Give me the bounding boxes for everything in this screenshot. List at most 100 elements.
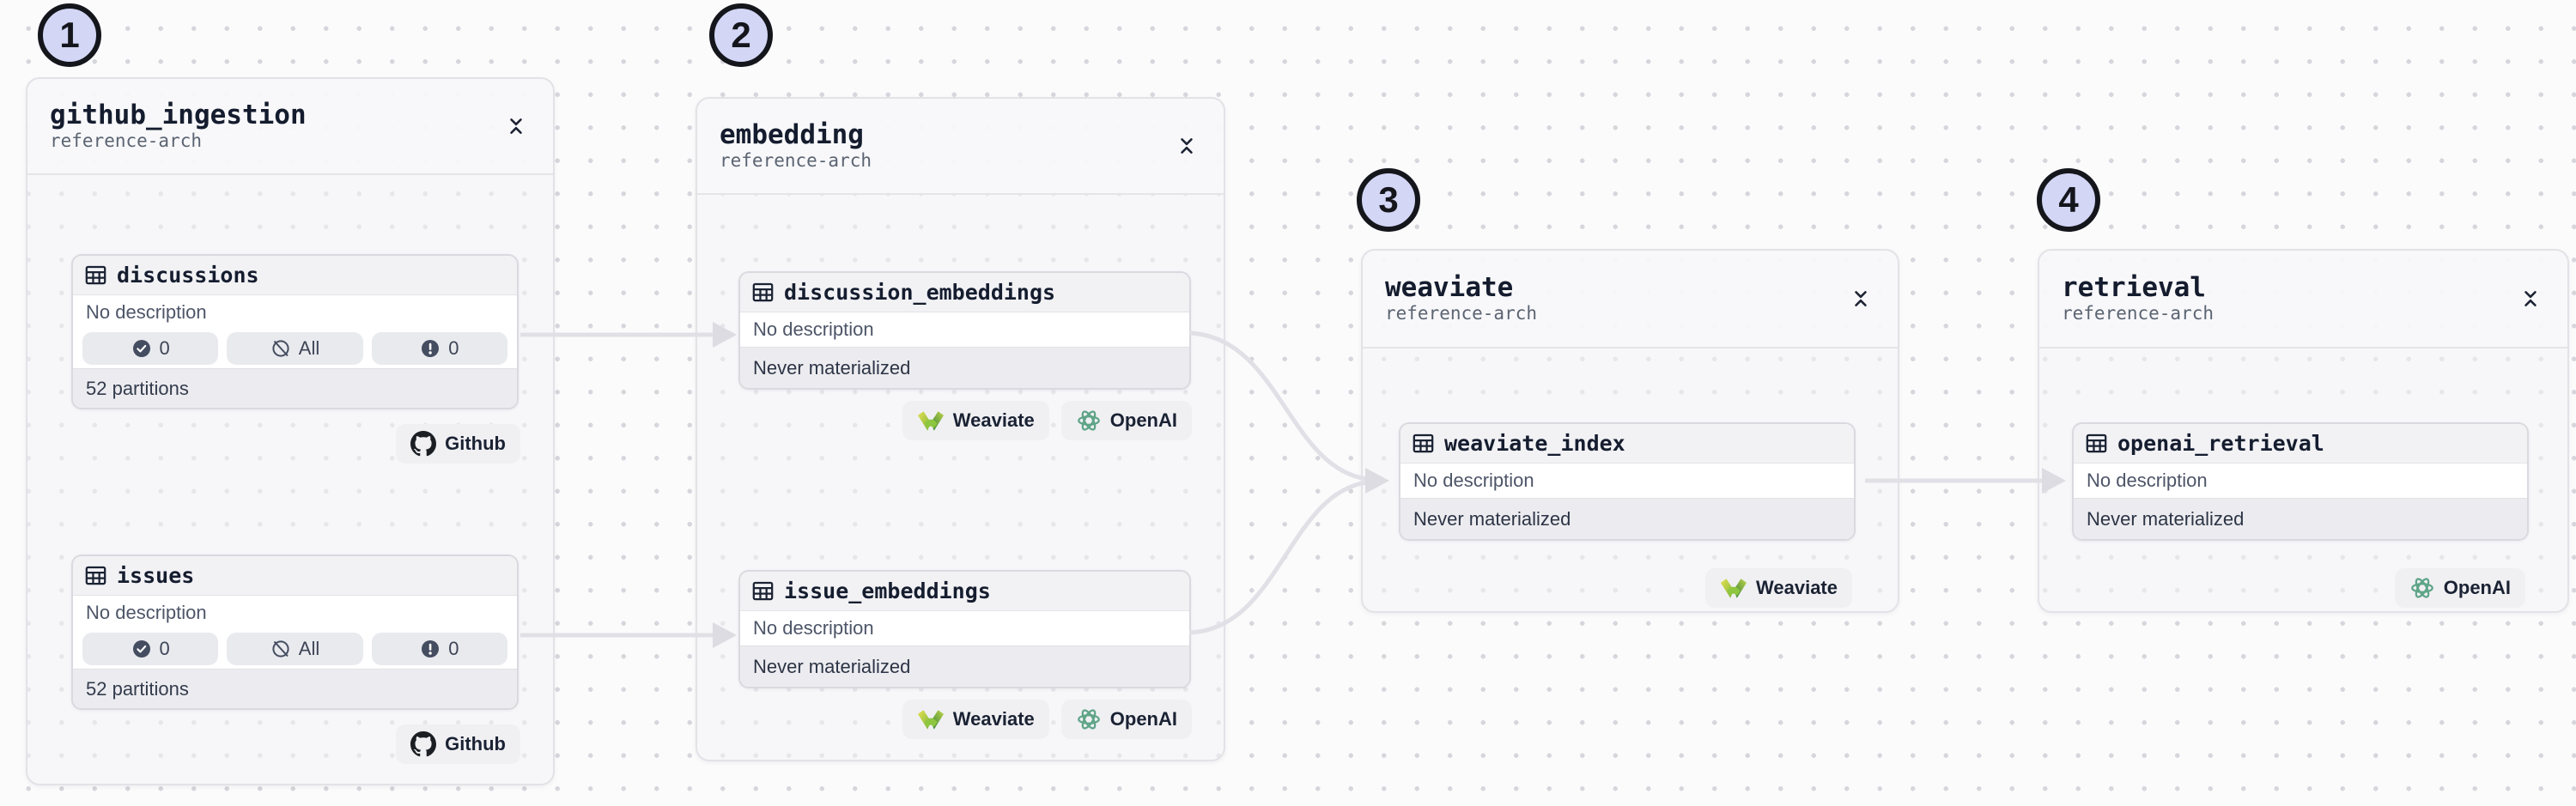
asset-materialization-status: Never materialized xyxy=(740,645,1189,687)
asset-materialization-status: Never materialized xyxy=(740,347,1189,388)
collapse-vertical-icon[interactable] xyxy=(501,112,531,141)
unmaterialized-partitions-pill[interactable]: All xyxy=(227,633,363,665)
weaviate-icon xyxy=(917,410,945,432)
group-title-block: embedding reference-arch xyxy=(720,118,872,173)
asset-node-weaviate-index[interactable]: weaviate_index No description Never mate… xyxy=(1399,422,1856,541)
pill-value: 0 xyxy=(448,337,459,359)
failed-count-pill[interactable]: 0 xyxy=(371,633,507,665)
pill-value: 0 xyxy=(159,638,170,659)
check-circle-icon xyxy=(131,639,152,659)
step-badge-4: 4 xyxy=(2037,168,2100,232)
kind-tag-row: Github xyxy=(396,424,520,464)
alert-circle-icon xyxy=(420,338,440,359)
pill-value: All xyxy=(298,337,320,359)
asset-node-discussion-embeddings[interactable]: discussion_embeddings No description Nev… xyxy=(738,271,1191,390)
openai-icon xyxy=(1076,408,1102,433)
table-icon xyxy=(751,579,775,603)
group-title-block: github_ingestion reference-arch xyxy=(50,100,307,153)
group-subtitle: reference-arch xyxy=(720,150,872,172)
step-number: 2 xyxy=(731,15,751,55)
kind-tag-openai[interactable]: OpenAI xyxy=(1060,401,1192,440)
kind-tag-label: OpenAI xyxy=(1109,409,1177,431)
asset-description: No description xyxy=(740,312,1189,347)
group-title-block: retrieval reference-arch xyxy=(2062,271,2215,325)
group-title: github_ingestion xyxy=(50,99,307,130)
kind-tag-weaviate[interactable]: Weaviate xyxy=(902,401,1049,440)
group-header-embedding[interactable]: embedding reference-arch xyxy=(697,99,1224,195)
asset-materialization-status: Never materialized xyxy=(2074,498,2527,539)
collapse-vertical-icon[interactable] xyxy=(1172,131,1201,161)
github-icon xyxy=(410,731,437,757)
group-title: embedding xyxy=(720,118,864,150)
table-icon xyxy=(1412,432,1435,455)
pill-value: 0 xyxy=(448,638,459,659)
kind-tag-label: Github xyxy=(445,433,506,454)
asset-partitions-footer: 52 partitions xyxy=(73,669,517,708)
asset-status-pills: 0 All 0 xyxy=(73,329,517,368)
asset-header: weaviate_index xyxy=(1400,424,1854,464)
kind-tag-label: Weaviate xyxy=(952,708,1035,730)
asset-description: No description xyxy=(2074,464,2527,498)
group-retrieval: retrieval reference-arch openai_retrieva… xyxy=(2038,249,2569,613)
asset-header: discussions xyxy=(73,256,517,295)
asset-description: No description xyxy=(73,596,517,629)
kind-tag-openai[interactable]: OpenAI xyxy=(2394,568,2525,608)
asset-description: No description xyxy=(73,295,517,329)
table-icon xyxy=(751,281,775,304)
group-header-retrieval[interactable]: retrieval reference-arch xyxy=(2039,251,2567,348)
kind-tag-label: OpenAI xyxy=(1109,708,1177,730)
materialized-count-pill[interactable]: 0 xyxy=(82,332,219,365)
group-title: retrieval xyxy=(2062,271,2206,303)
step-number: 3 xyxy=(1378,179,1399,220)
kind-tag-row: Weaviate OpenAI xyxy=(902,700,1192,739)
kind-tag-label: Github xyxy=(445,733,506,754)
materialized-count-pill[interactable]: 0 xyxy=(82,633,219,665)
check-circle-icon xyxy=(131,338,152,359)
openai-icon xyxy=(2409,575,2435,601)
table-icon xyxy=(84,564,107,587)
group-subtitle: reference-arch xyxy=(2062,303,2215,324)
asset-status-pills: 0 All 0 xyxy=(73,629,517,669)
kind-tag-weaviate[interactable]: Weaviate xyxy=(902,700,1049,739)
group-embedding: embedding reference-arch discussion_embe… xyxy=(696,97,1225,761)
openai-icon xyxy=(1076,706,1102,732)
failed-count-pill[interactable]: 0 xyxy=(371,332,507,365)
asset-node-discussions[interactable]: discussions No description 0 All 0 52 pa… xyxy=(71,254,519,409)
group-github-ingestion: github_ingestion reference-arch discussi… xyxy=(26,77,555,785)
unmaterialized-partitions-pill[interactable]: All xyxy=(227,332,363,365)
asset-node-openai-retrieval[interactable]: openai_retrieval No description Never ma… xyxy=(2072,422,2529,541)
asset-header: issues xyxy=(73,556,517,596)
kind-tag-row: Weaviate xyxy=(1705,568,1852,608)
kind-tag-openai[interactable]: OpenAI xyxy=(1060,700,1192,739)
kind-tag-row: Github xyxy=(396,724,520,764)
kind-tag-weaviate[interactable]: Weaviate xyxy=(1705,568,1852,608)
step-number: 1 xyxy=(59,15,80,55)
kind-tag-github[interactable]: Github xyxy=(396,424,520,464)
group-title: weaviate xyxy=(1385,271,1514,303)
asset-name: issues xyxy=(117,563,195,588)
table-icon xyxy=(2085,432,2108,455)
group-title-block: weaviate reference-arch xyxy=(1385,271,1537,325)
group-header-weaviate[interactable]: weaviate reference-arch xyxy=(1363,251,1898,348)
group-subtitle: reference-arch xyxy=(50,130,203,152)
kind-tag-label: OpenAI xyxy=(2443,577,2511,598)
step-badge-2: 2 xyxy=(709,3,773,67)
kind-tag-row: Weaviate OpenAI xyxy=(902,401,1192,440)
collapse-vertical-icon[interactable] xyxy=(1846,284,1875,313)
github-icon xyxy=(410,431,437,457)
asset-name: discussions xyxy=(117,263,259,288)
collapse-vertical-icon[interactable] xyxy=(2516,284,2545,313)
asset-node-issue-embeddings[interactable]: issue_embeddings No description Never ma… xyxy=(738,570,1191,688)
pill-value: 0 xyxy=(159,337,170,359)
asset-node-issues[interactable]: issues No description 0 All 0 52 partiti… xyxy=(71,555,519,710)
asset-name: openai_retrieval xyxy=(2117,431,2324,456)
weaviate-icon xyxy=(1720,578,1747,599)
asset-description: No description xyxy=(740,611,1189,645)
kind-tag-github[interactable]: Github xyxy=(396,724,520,764)
asset-description: No description xyxy=(1400,464,1854,498)
group-header-github-ingestion[interactable]: github_ingestion reference-arch xyxy=(27,79,553,175)
kind-tag-row: OpenAI xyxy=(2394,568,2525,608)
pill-value: All xyxy=(298,638,320,659)
table-icon xyxy=(84,264,107,287)
